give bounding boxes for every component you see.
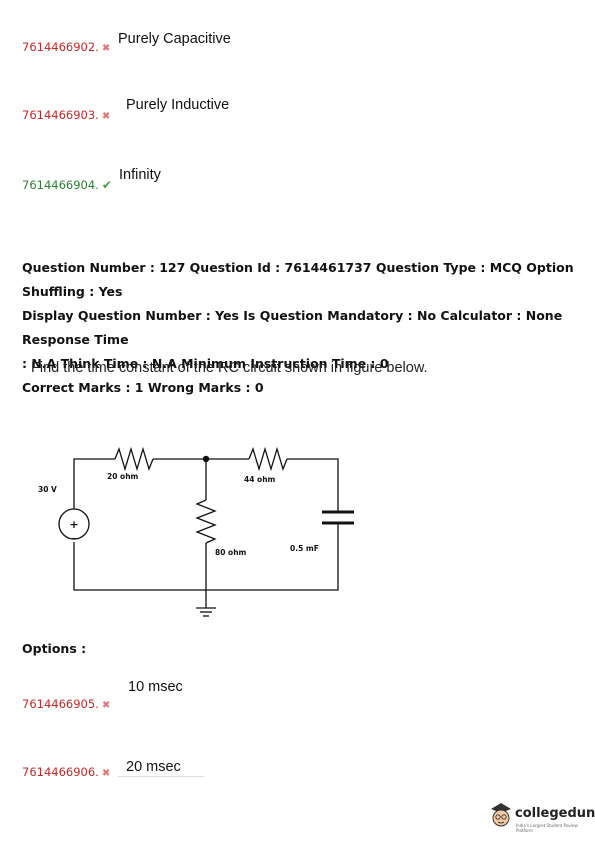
marks-line: Correct Marks : 1 Wrong Marks : 0 [22,380,264,395]
option-id: 7614466903.✖ [22,108,110,122]
resistor-r2-icon [248,446,288,472]
cap-label: 0.5 mF [290,544,319,553]
question-meta: Question Number : 127 Question Id : 7614… [22,256,582,400]
option-id: 7614466905.✖ [22,697,110,711]
junction-node-icon [202,455,210,463]
options-heading: Options : [22,641,87,656]
r3-label: 80 ohm [215,548,247,557]
r1-label: 20 ohm [107,472,139,481]
logo-name: collegedunia [515,806,595,821]
wrong-mark-icon: ✖ [101,43,111,54]
collegedunia-logo: collegedunia India's Largest Student Rev… [488,800,595,834]
option-text: Purely Capacitive [118,31,231,47]
option-id-text: 7614466906. [22,765,99,779]
option-id: 7614466906.✖ [22,765,110,779]
option-text: 20 msec [126,759,181,775]
option-text: Infinity [119,167,161,183]
wire [73,458,115,486]
resistor-r3-icon [195,499,217,544]
option-id: 7614466902.✖ [22,40,110,54]
question-text: Find the time constant of the RC circuit… [31,360,428,376]
logo-tagline: India's Largest Student Review Platform [516,823,578,833]
wrong-mark-icon: ✖ [101,700,111,711]
option-id-text: 7614466905. [22,697,99,711]
option-id: 7614466904.✔ [22,178,112,192]
meta-line: Question Number : 127 Question Id : 7614… [22,260,574,299]
source-plus: + [69,518,78,531]
wire [287,458,339,512]
meta-line: Display Question Number : Yes Is Questio… [22,308,563,347]
resistor-r1-icon [114,446,154,472]
option-id-text: 7614466902. [22,40,99,54]
source-label: 30 V [38,485,57,494]
option-id-text: 7614466903. [22,108,99,122]
option-text: Purely Inductive [126,97,230,113]
option-text: 10 msec [128,679,183,695]
correct-mark-icon: ✔ [101,178,112,192]
source-minus: - [72,532,77,545]
r2-label: 44 ohm [244,475,276,484]
wrong-mark-icon: ✖ [101,768,111,779]
rc-circuit-diagram: + - 30 V 20 ohm 44 ohm 80 ohm 0.5 mF [38,446,354,617]
option-id-text: 7614466904. [22,178,99,192]
divider [118,776,204,777]
meta-line: : N.A Think Time : N.A Minimum Instructi… [22,356,389,371]
wrong-mark-icon: ✖ [101,111,111,122]
mascot-icon [491,803,511,827]
